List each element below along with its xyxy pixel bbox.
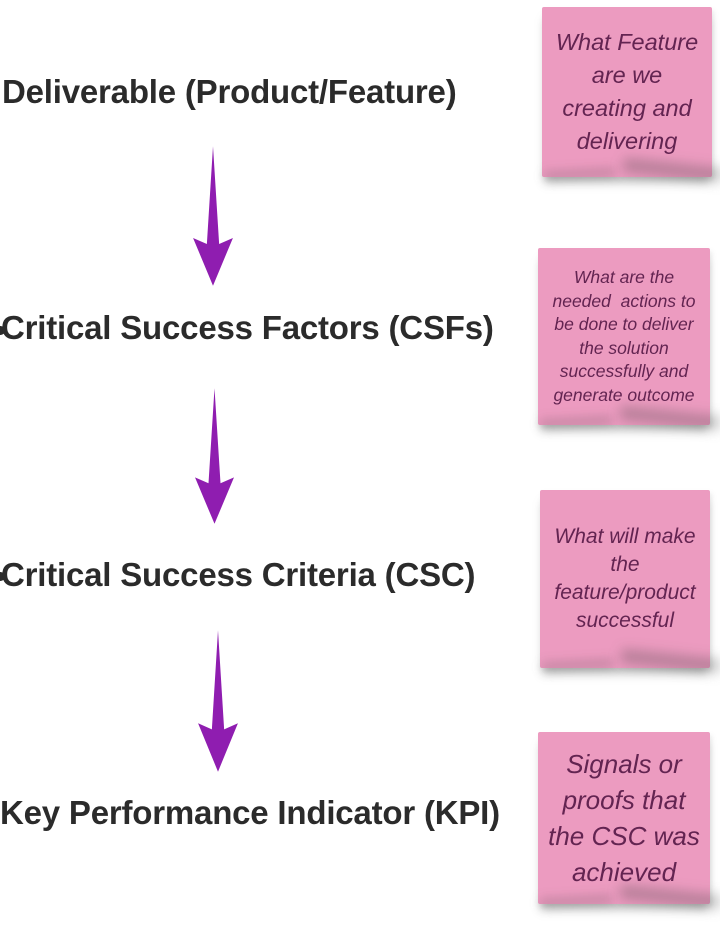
- note-line: be done to deliver: [554, 314, 694, 334]
- note-line: needed actions to: [552, 290, 696, 311]
- note-line: proofs that: [562, 785, 686, 815]
- note-line: successful: [575, 609, 675, 632]
- note-line: What will make: [554, 525, 696, 548]
- heading-deliverable: Deliverable (Product/Feature): [2, 73, 457, 110]
- note-line: feature/product: [554, 581, 696, 604]
- note-line: Signals or: [566, 749, 682, 779]
- note-line: the: [610, 553, 640, 576]
- arrow-down-icon: [195, 388, 234, 524]
- arrow-down-icon: [193, 146, 233, 286]
- arrow-shape: [198, 630, 238, 772]
- bullet-fragment: [0, 572, 5, 581]
- note-line: achieved: [571, 857, 677, 887]
- sticky-note-deliverable: What Feature are we creating and deliver…: [542, 7, 712, 177]
- sticky-note-text: Signals or proofs that the CSC was achie…: [538, 742, 710, 894]
- heading-key-performance-indicator: Key Performance Indicator (KPI): [0, 794, 500, 831]
- heading-critical-success-criteria: Critical Success Criteria (CSC): [1, 556, 476, 593]
- sticky-note-kpi: Signals or proofs that the CSC was achie…: [538, 732, 710, 904]
- sticky-note-csc: What will make the feature/product succe…: [540, 490, 710, 668]
- arrow-shape: [195, 388, 234, 524]
- note-line: successfully and: [559, 361, 689, 381]
- heading-critical-success-factors: Critical Success Factors (CSFs): [1, 309, 494, 346]
- note-line: creating and: [562, 95, 692, 121]
- arrow-down-icon: [198, 630, 238, 772]
- note-line: generate outcome: [553, 384, 695, 405]
- sticky-note-text: What Feature are we creating and deliver…: [542, 22, 712, 162]
- note-line: delivering: [576, 128, 678, 154]
- note-line: What Feature: [555, 29, 699, 55]
- sticky-note-text: What will make the feature/product succe…: [540, 519, 710, 639]
- note-line: the solution: [579, 337, 669, 358]
- arrow-shape: [193, 146, 233, 286]
- sticky-note-csf: What are the needed actions to be done t…: [538, 248, 710, 425]
- bullet-fragment: [0, 326, 5, 335]
- note-line: the CSC was: [548, 821, 700, 851]
- note-line: What are the: [573, 267, 675, 287]
- note-line: are we: [591, 62, 663, 88]
- sticky-note-text: What are the needed actions to be done t…: [538, 262, 710, 411]
